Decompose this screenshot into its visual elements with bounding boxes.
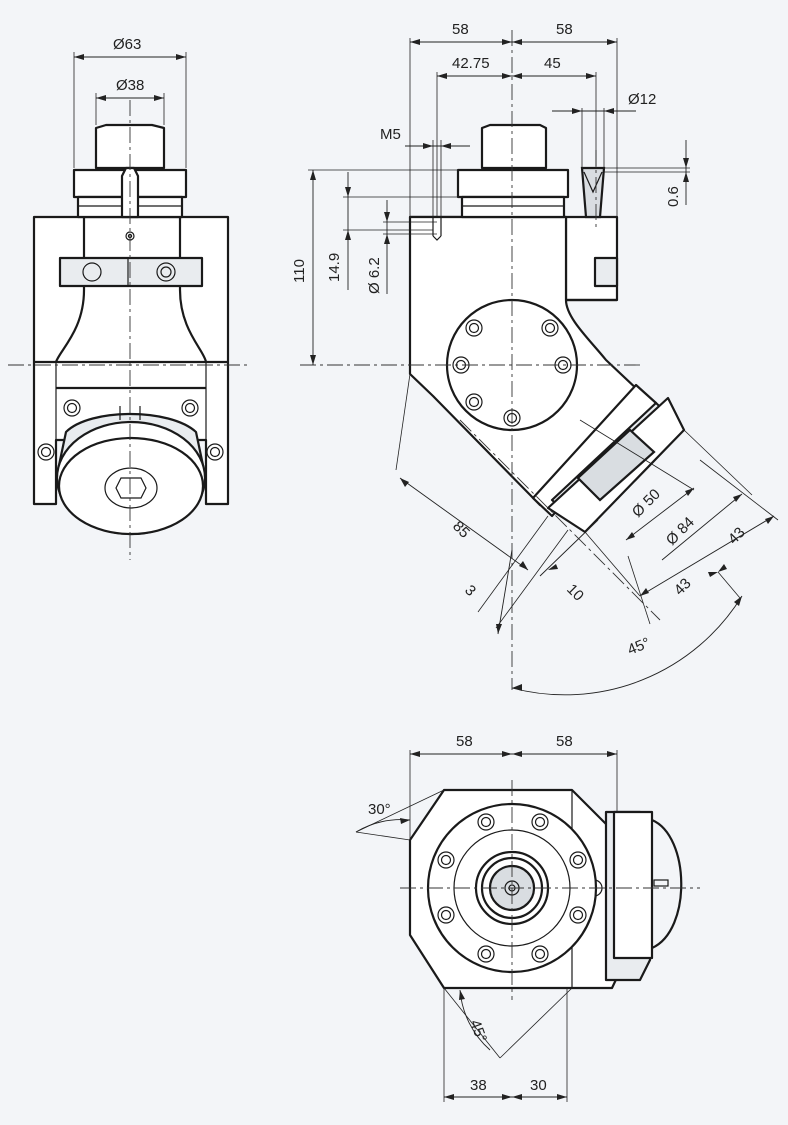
dim-30: 30 (530, 1077, 547, 1094)
dim-43-b: 43 (725, 524, 749, 548)
dim-side-58-right: 58 (556, 21, 573, 38)
dim-45-top: 45 (544, 55, 561, 72)
dim-14-9: 14.9 (326, 253, 343, 282)
dim-dia-63: Ø63 (113, 36, 141, 53)
dim-dia-38: Ø38 (116, 77, 144, 94)
side-view: 58 58 42.75 45 Ø12 M5 0.6 110 (291, 21, 779, 696)
dim-3: 3 (461, 582, 479, 600)
dim-top-58-left: 58 (456, 733, 473, 750)
dim-10: 10 (563, 581, 587, 605)
dim-top-58-right: 58 (556, 733, 573, 750)
dim-0-6: 0.6 (665, 186, 682, 207)
dim-m5: M5 (380, 126, 401, 143)
top-view: 58 58 30° 45° 38 30 (355, 733, 700, 1102)
dim-43-a: 43 (671, 575, 695, 599)
dim-side-58-left: 58 (452, 21, 469, 38)
dim-angle-30: 30° (368, 801, 391, 818)
dim-dia-84: Ø 84 (663, 514, 698, 549)
dim-110: 110 (291, 259, 308, 283)
dim-angle-45-top: 45° (466, 1018, 490, 1045)
dim-42-75: 42.75 (452, 55, 490, 72)
dim-dia-6-2: Ø 6.2 (366, 257, 383, 294)
front-view: Ø63 Ø38 (8, 36, 250, 560)
dim-38: 38 (470, 1077, 487, 1094)
dim-angle-45-side: 45° (625, 634, 652, 658)
dim-dia-12: Ø12 (628, 91, 656, 108)
dim-85: 85 (449, 518, 473, 542)
